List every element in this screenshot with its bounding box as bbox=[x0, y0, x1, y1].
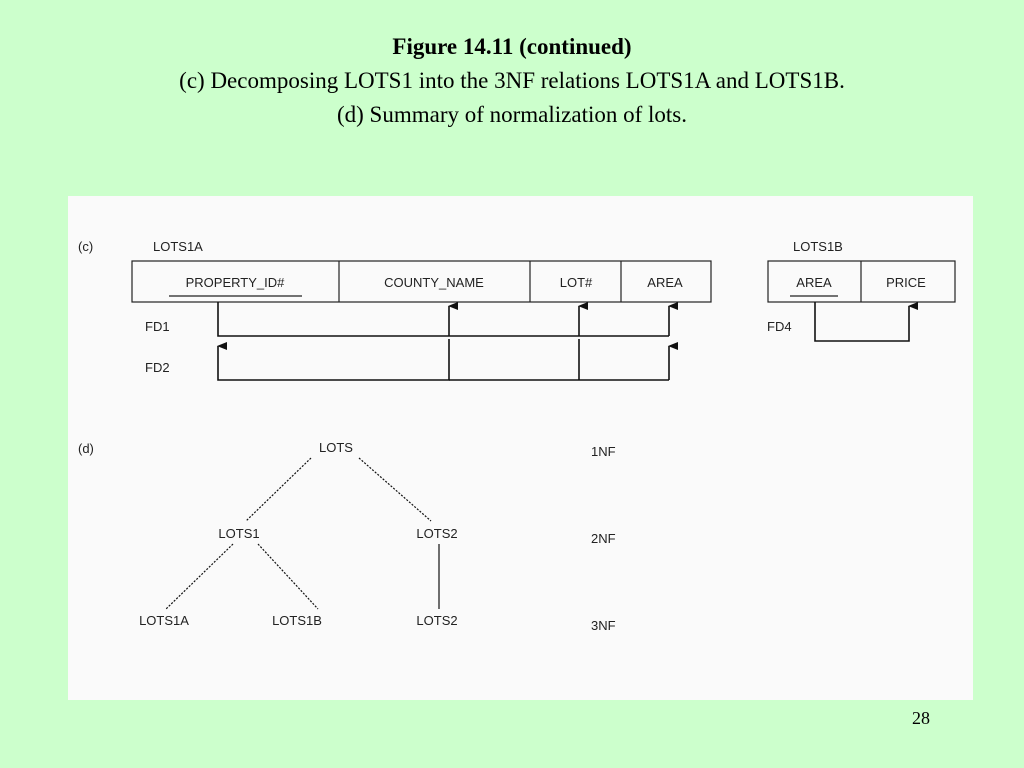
fd2-arrows bbox=[217, 339, 678, 381]
tree-node-lots1b: LOTS1B bbox=[272, 613, 322, 628]
tree-node-lots2-3nf: LOTS2 bbox=[416, 613, 457, 628]
lots1b-attr-area: AREA bbox=[796, 275, 832, 290]
lots1a-attr-county-name: COUNTY_NAME bbox=[384, 275, 484, 290]
normalization-diagram: (c) LOTS1A PROPERTY_ID# COUNTY_NAME LOT#… bbox=[78, 239, 956, 633]
figure-caption-c: (c) Decomposing LOTS1 into the 3NF relat… bbox=[179, 68, 845, 93]
lots1b-attr-price: PRICE bbox=[886, 275, 926, 290]
slide-title: Figure 14.11 (continued) (c) Decomposing… bbox=[0, 30, 1024, 132]
tree-node-lots: LOTS bbox=[319, 440, 353, 455]
fd4-label: FD4 bbox=[767, 319, 792, 334]
lots1b-table: AREA PRICE bbox=[767, 260, 956, 303]
normalization-tree-edges bbox=[165, 457, 440, 610]
figure-caption-d: (d) Summary of normalization of lots. bbox=[336, 102, 688, 127]
fd1-arrows bbox=[217, 302, 678, 337]
fd1-label: FD1 bbox=[145, 319, 170, 334]
lots1a-attr-lot-number: LOT# bbox=[560, 275, 593, 290]
lots1b-relation-name: LOTS1B bbox=[793, 239, 843, 254]
figure-caption-heading: Figure 14.11 (continued) bbox=[392, 34, 632, 59]
page-number: 28 bbox=[912, 708, 930, 728]
level-label-3nf: 3NF bbox=[591, 618, 616, 633]
lots1a-table: PROPERTY_ID# COUNTY_NAME LOT# AREA bbox=[131, 260, 712, 303]
tree-node-lots1a: LOTS1A bbox=[139, 613, 189, 628]
fd2-label: FD2 bbox=[145, 360, 170, 375]
part-c-label: (c) bbox=[78, 239, 93, 254]
level-label-1nf: 1NF bbox=[591, 444, 616, 459]
fd4-arrow bbox=[814, 302, 918, 342]
lots1a-attr-area: AREA bbox=[647, 275, 683, 290]
part-d-label: (d) bbox=[78, 441, 94, 456]
lots1a-attr-property-id: PROPERTY_ID# bbox=[186, 275, 286, 290]
level-label-2nf: 2NF bbox=[591, 531, 616, 546]
tree-node-lots2-2nf: LOTS2 bbox=[416, 526, 457, 541]
lots1a-relation-name: LOTS1A bbox=[153, 239, 203, 254]
tree-node-lots1: LOTS1 bbox=[218, 526, 259, 541]
figure-panel: (c) LOTS1A PROPERTY_ID# COUNTY_NAME LOT#… bbox=[68, 196, 973, 700]
